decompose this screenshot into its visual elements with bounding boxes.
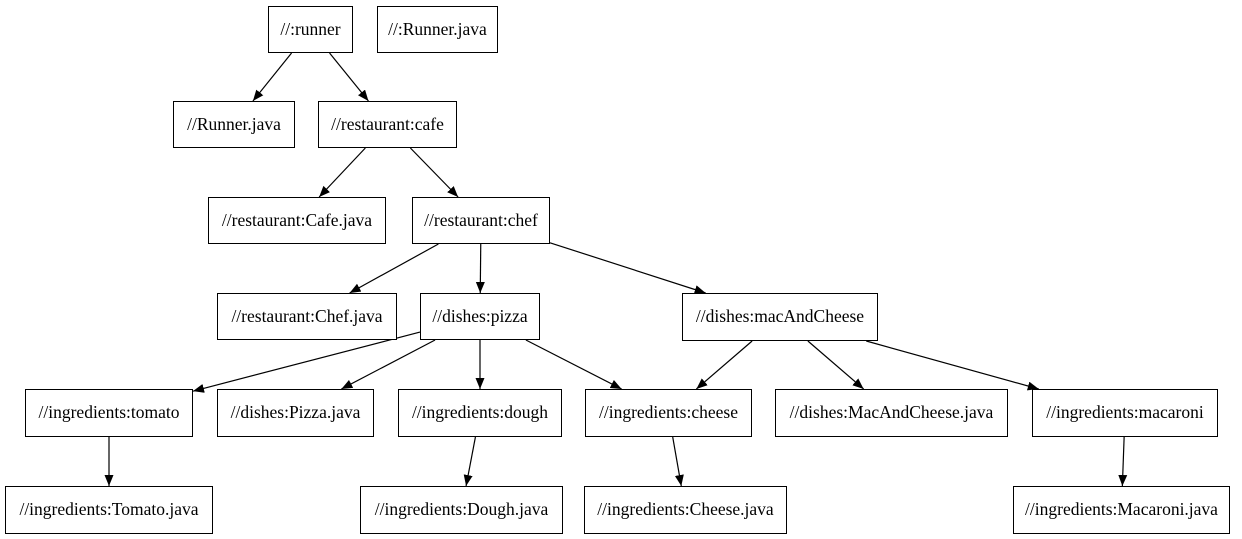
graph-node-label: //Runner.java — [187, 113, 281, 134]
graph-node-macaroniJava: //ingredients:Macaroni.java — [1013, 486, 1230, 534]
graph-node-label: //:runner — [280, 18, 341, 39]
graph-node-label: //ingredients:Dough.java — [374, 499, 549, 520]
edges — [104, 52, 1128, 487]
graph-edge-chef-to-pizza — [475, 243, 485, 294]
graph-node-label: //ingredients:macaroni — [1046, 402, 1204, 423]
graph-edge-pizza-to-cheese — [525, 339, 622, 390]
graph-node-label: //:Runner.java — [388, 18, 487, 39]
graph-edge-macaroni-to-macaroniJava — [1118, 436, 1128, 487]
graph-node-mac: //dishes:macAndCheese — [682, 293, 878, 341]
graph-node-label: //ingredients:Cheese.java — [597, 499, 774, 520]
graph-node-label: //dishes:MacAndCheese.java — [789, 402, 994, 423]
graph-node-cafeJava: //restaurant:Cafe.java — [208, 197, 386, 244]
graph-node-doughJava: //ingredients:Dough.java — [360, 486, 563, 534]
graph-node-label: //dishes:macAndCheese — [695, 306, 865, 327]
graph-node-chefJava: //restaurant:Chef.java — [217, 293, 397, 340]
graph-edge-mac-to-macJava — [807, 340, 865, 390]
graph-node-label: //dishes:pizza — [432, 305, 528, 326]
graph-edge-dough-to-doughJava — [463, 436, 477, 487]
graph-edge-cafe-to-cafeJava — [318, 147, 366, 198]
graph-edge-pizza-to-pizzaJava — [341, 339, 436, 390]
graph-node-label: //restaurant:chef — [424, 209, 538, 230]
graph-node-label: //ingredients:Tomato.java — [19, 499, 199, 520]
graph-edge-mac-to-cheese — [695, 340, 753, 390]
graph-edge-pizza-to-tomato — [192, 331, 421, 393]
graph-edge-runner-to-runnerJava — [252, 52, 293, 102]
graph-node-label: //dishes:Pizza.java — [230, 402, 361, 423]
graph-node-label: //restaurant:Chef.java — [231, 305, 383, 326]
graph-edge-cheese-to-cheeseJava — [672, 436, 684, 487]
graph-node-label: //ingredients:Macaroni.java — [1025, 499, 1218, 520]
graph-node-label: //ingredients:dough — [411, 402, 549, 423]
graph-node-label: //restaurant:Cafe.java — [221, 209, 373, 230]
graph-edge-cafe-to-chef — [409, 147, 459, 198]
graph-edge-runner-to-cafe — [329, 52, 369, 102]
graph-node-label: //restaurant:cafe — [331, 113, 444, 134]
graph-edge-chef-to-mac — [549, 242, 706, 294]
graph-node-chef: //restaurant:chef — [412, 197, 550, 244]
graph-node-dough: //ingredients:dough — [398, 389, 562, 437]
graph-node-pizzaJava: //dishes:Pizza.java — [217, 389, 374, 437]
graph-node-runnerJavaTop: //:Runner.java — [377, 6, 498, 53]
graph-node-label: //ingredients:cheese — [599, 402, 738, 423]
graph-node-label: //ingredients:tomato — [38, 402, 180, 423]
graph-node-cheeseJava: //ingredients:Cheese.java — [584, 486, 787, 534]
graph-edge-chef-to-chefJava — [349, 243, 439, 294]
graph-edge-mac-to-macaroni — [866, 340, 1039, 391]
graph-node-cheese: //ingredients:cheese — [585, 389, 752, 437]
graph-node-runnerJava: //Runner.java — [173, 101, 295, 148]
graph-node-macJava: //dishes:MacAndCheese.java — [775, 389, 1008, 437]
graph-node-runner: //:runner — [268, 6, 353, 53]
graph-node-pizza: //dishes:pizza — [420, 293, 540, 340]
graph-node-cafe: //restaurant:cafe — [318, 101, 457, 148]
graph-node-tomatoJava: //ingredients:Tomato.java — [5, 486, 213, 534]
graph-node-macaroni: //ingredients:macaroni — [1032, 389, 1218, 437]
graph-node-tomato: //ingredients:tomato — [25, 389, 193, 437]
